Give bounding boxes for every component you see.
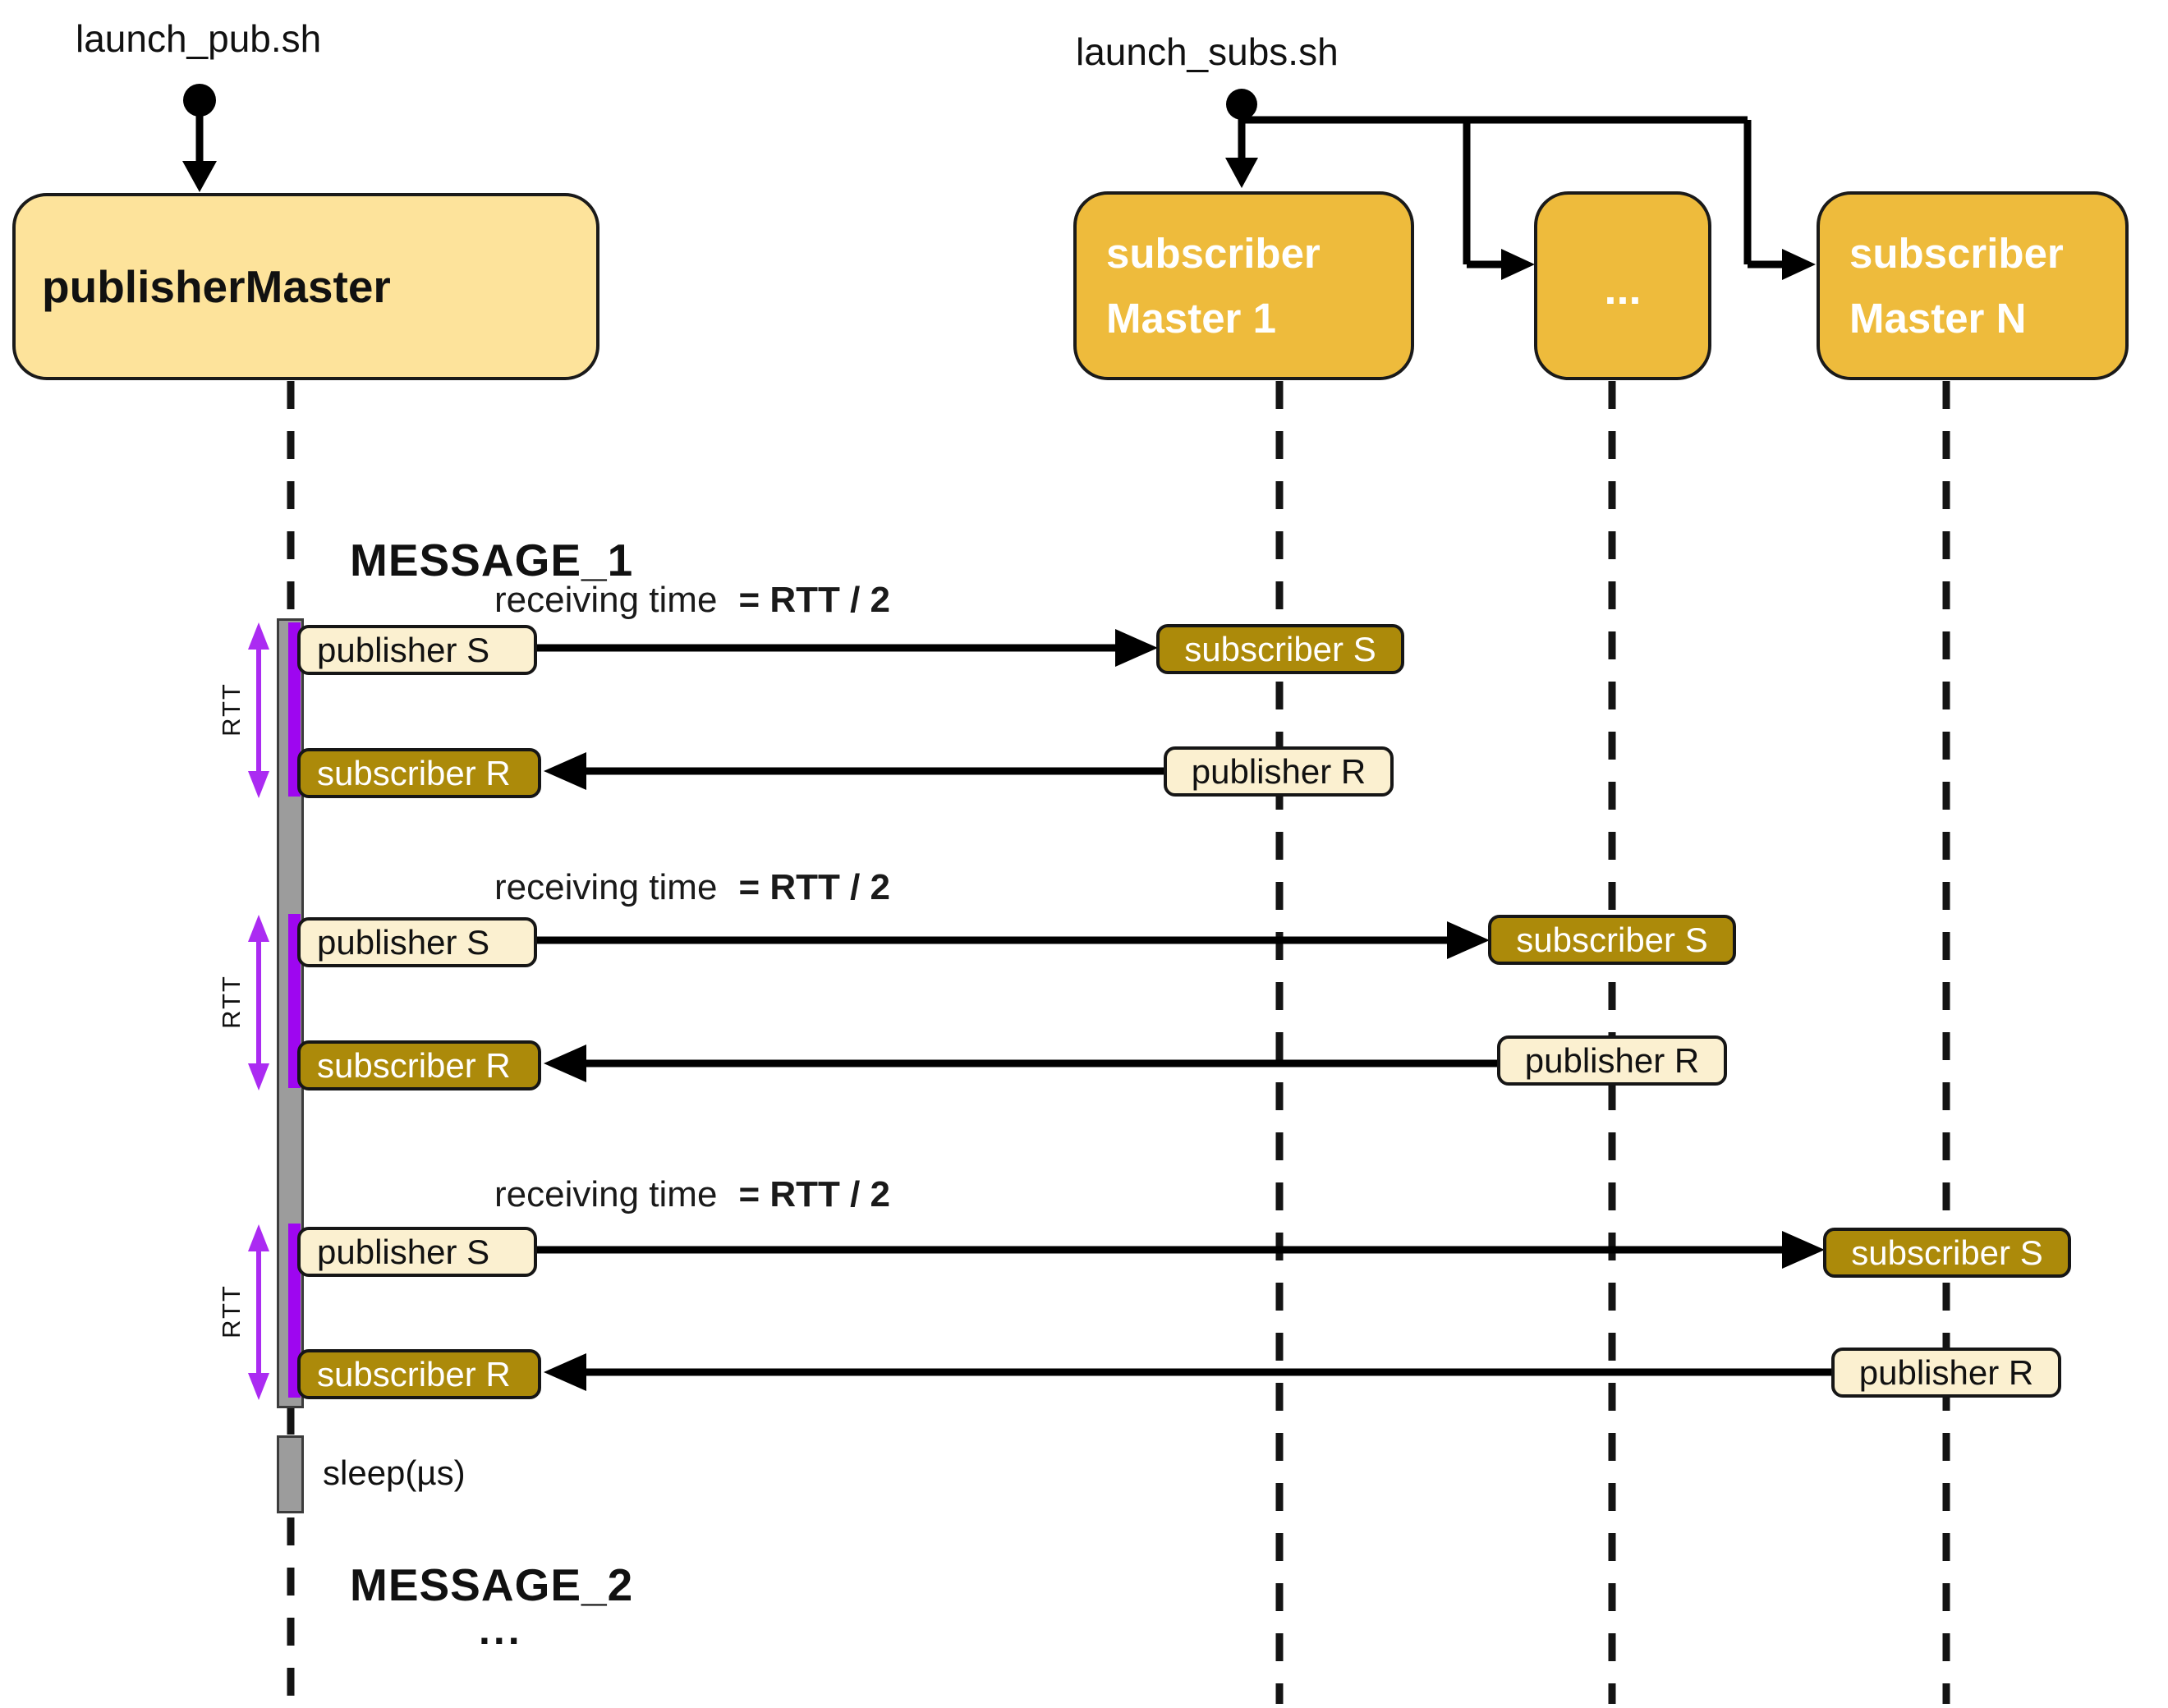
publisher-master-label: publisherMaster bbox=[42, 261, 391, 312]
publisher-r-box-3: publisher R bbox=[1831, 1348, 2061, 1398]
subscriber-s-box-1: subscriber S bbox=[1156, 624, 1404, 674]
publisher-s-box-2: publisher S bbox=[297, 917, 537, 967]
return-arrow-exchange-2 bbox=[544, 1045, 1500, 1082]
send-arrow-exchange-1 bbox=[537, 629, 1158, 667]
publisher-s-box-3: publisher S bbox=[297, 1227, 537, 1277]
launch-pub-label: launch_pub.sh bbox=[76, 17, 322, 60]
subscriber-r-box-2: subscriber R bbox=[297, 1040, 541, 1090]
receiving-time-annotation-1: receiving time = RTT / 2 bbox=[494, 580, 890, 621]
subscriber-master-n-line1: subscriber bbox=[1849, 229, 2064, 277]
return-arrow-exchange-3 bbox=[544, 1353, 1834, 1391]
annotation-normal-2: receiving time bbox=[494, 867, 718, 907]
launch-subs-label: launch_subs.sh bbox=[1076, 30, 1339, 73]
publisher-r-box-1: publisher R bbox=[1164, 746, 1394, 797]
publisher-s-box-1: publisher S bbox=[297, 625, 537, 675]
annotation-bold-3: = RTT / 2 bbox=[738, 1174, 891, 1214]
receiving-time-annotation-3: receiving time = RTT / 2 bbox=[494, 1174, 890, 1215]
message-2-label: MESSAGE_2 bbox=[350, 1559, 634, 1610]
rtt-arrow-exchange-1 bbox=[248, 622, 269, 798]
subscriber-s-box-2: subscriber S bbox=[1488, 915, 1736, 965]
rtt-arrow-exchange-3 bbox=[248, 1224, 269, 1400]
subscriber-master-ellipsis: ... bbox=[1604, 264, 1642, 314]
launch-subs-start-arrow bbox=[1225, 89, 1258, 188]
rtt-label-2: RTT bbox=[217, 975, 246, 1029]
send-arrow-exchange-3 bbox=[537, 1231, 1825, 1269]
subscriber-master-ellipsis-box: ... bbox=[1534, 191, 1711, 380]
subscriber-s-box-3: subscriber S bbox=[1823, 1228, 2071, 1278]
subscriber-r-box-1: subscriber R bbox=[297, 748, 541, 798]
return-arrow-exchange-1 bbox=[544, 752, 1166, 790]
annotation-bold-2: = RTT / 2 bbox=[738, 867, 891, 907]
sleep-activation-bar bbox=[277, 1435, 304, 1513]
annotation-bold-1: = RTT / 2 bbox=[738, 580, 891, 620]
launch-pub-start-arrow bbox=[182, 84, 217, 192]
annotation-normal-1: receiving time bbox=[494, 580, 718, 620]
annotation-normal-3: receiving time bbox=[494, 1174, 718, 1214]
continuation-dots: ... bbox=[479, 1607, 523, 1653]
publisher-r-box-2: publisher R bbox=[1497, 1035, 1727, 1086]
launch-subs-branch-connector bbox=[1242, 116, 1784, 269]
subscriber-r-box-3: subscriber R bbox=[297, 1349, 541, 1399]
rtt-label-3: RTT bbox=[217, 1284, 246, 1338]
subscriber-master-n-box: subscriber Master N bbox=[1817, 191, 2129, 380]
rtt-label-1: RTT bbox=[217, 682, 246, 737]
sleep-label: sleep(µs) bbox=[323, 1453, 466, 1492]
receiving-time-annotation-2: receiving time = RTT / 2 bbox=[494, 867, 890, 908]
message-1-label: MESSAGE_1 bbox=[350, 535, 634, 585]
send-arrow-exchange-2 bbox=[537, 921, 1490, 959]
subscriber-master-1-box: subscriber Master 1 bbox=[1073, 191, 1414, 380]
subscriber-master-1-line1: subscriber bbox=[1106, 229, 1321, 277]
rtt-arrow-exchange-2 bbox=[248, 915, 269, 1090]
publisher-master-box: publisherMaster bbox=[12, 193, 599, 380]
subscriber-master-1-line2: Master 1 bbox=[1106, 295, 1276, 342]
branch-arrowheads bbox=[1501, 249, 1816, 280]
subscriber-master-n-line2: Master N bbox=[1849, 295, 2027, 342]
